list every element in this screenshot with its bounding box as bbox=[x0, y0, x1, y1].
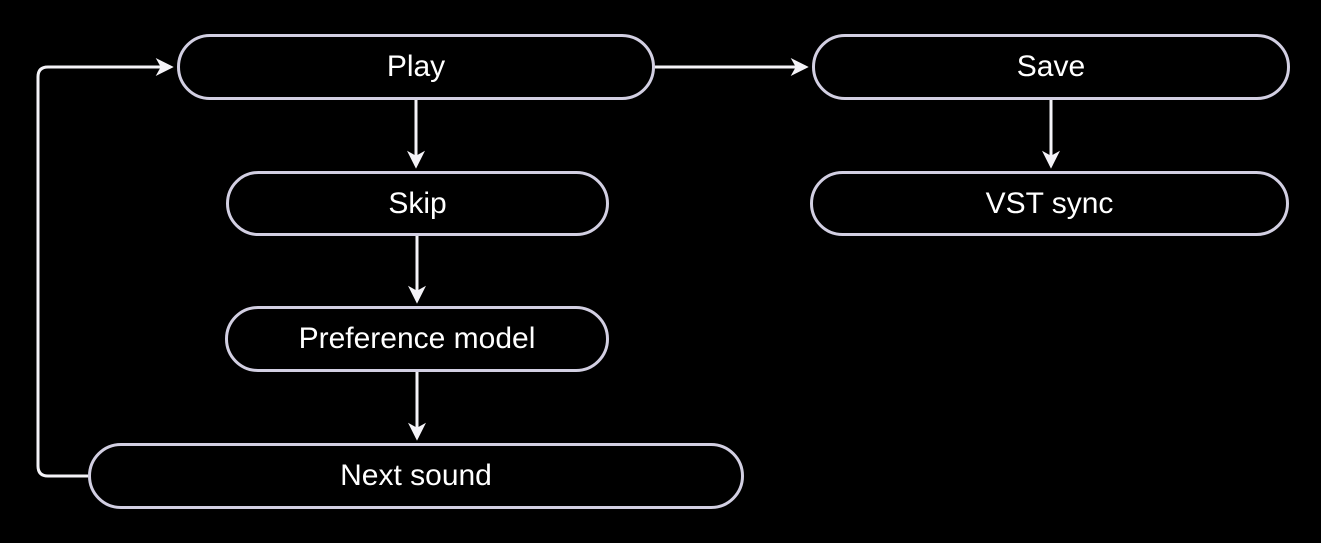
node-skip: Skip bbox=[226, 171, 609, 236]
node-preference-model: Preference model bbox=[225, 306, 609, 372]
node-next-sound: Next sound bbox=[88, 443, 744, 509]
node-save: Save bbox=[812, 34, 1290, 100]
node-play: Play bbox=[177, 34, 655, 100]
node-vst-sync: VST sync bbox=[810, 171, 1289, 236]
edge-next-sound-to-play bbox=[36, 58, 174, 478]
